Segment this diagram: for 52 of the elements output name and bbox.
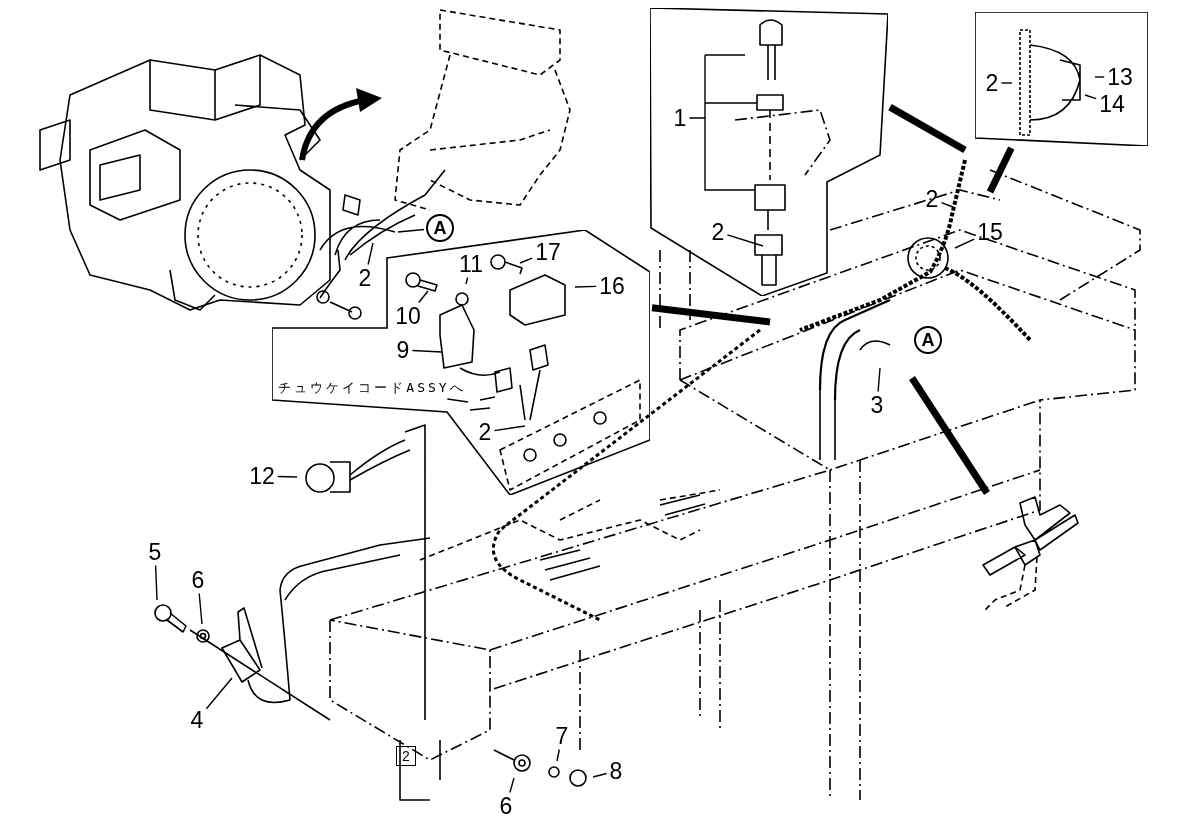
callout-number: 2: [710, 220, 726, 244]
leader-line: [277, 475, 298, 478]
leader-line: [367, 242, 374, 266]
leader-line: [726, 234, 764, 247]
callout-number: 12: [248, 464, 276, 488]
leader-line: [418, 290, 429, 304]
leader-line: [1000, 82, 1013, 84]
callout-number: 17: [534, 240, 562, 264]
callout-number: 2: [357, 266, 373, 290]
inset-panel: [975, 12, 1148, 146]
callout-number: 11: [458, 252, 484, 276]
callout-number: 10: [394, 304, 422, 328]
leader-line: [446, 398, 469, 403]
leader-line: [1084, 94, 1097, 100]
leader-line: [519, 257, 533, 264]
callout-number: 6: [190, 568, 206, 592]
callout-number: 14: [1098, 92, 1126, 116]
callout-number: 9: [395, 338, 411, 362]
leader-line: [556, 748, 560, 762]
callout-number: 7: [554, 724, 570, 748]
callout-number: 2: [924, 187, 940, 211]
leader-line: [154, 564, 158, 601]
leader-line: [940, 201, 954, 208]
inset-panel: [650, 8, 888, 296]
leader-line: [493, 425, 526, 432]
callout-number: 5: [147, 540, 163, 564]
leader-line: [465, 276, 469, 285]
leader-line: [877, 367, 881, 393]
leader-line: [198, 592, 203, 625]
callout-number: 8: [608, 759, 624, 783]
callout-number: 6: [498, 794, 514, 818]
circle-marker: A: [426, 214, 454, 242]
leader-line: [411, 349, 443, 353]
callout-number: 15: [976, 220, 1004, 244]
circle-marker: A: [914, 326, 942, 354]
stamp-mark: 2: [396, 746, 416, 766]
callout-number: 16: [598, 274, 626, 298]
callout-number: 2: [984, 71, 1000, 95]
leader-line: [592, 772, 608, 778]
callout-number: 3: [869, 393, 885, 417]
callout-number: 13: [1106, 65, 1134, 89]
leader-line: [1094, 76, 1105, 78]
callout-number: 4: [189, 708, 205, 732]
leader-line: [574, 285, 597, 288]
leader-line: [954, 238, 975, 249]
callout-number: 2: [477, 420, 493, 444]
leader-line: [205, 677, 233, 710]
leader-line: [688, 54, 758, 191]
callout-number: 1: [672, 106, 688, 130]
leader-line: [397, 228, 425, 233]
leader-line: [509, 777, 515, 794]
note-text: チュウケイコードASSYへ: [278, 379, 466, 397]
